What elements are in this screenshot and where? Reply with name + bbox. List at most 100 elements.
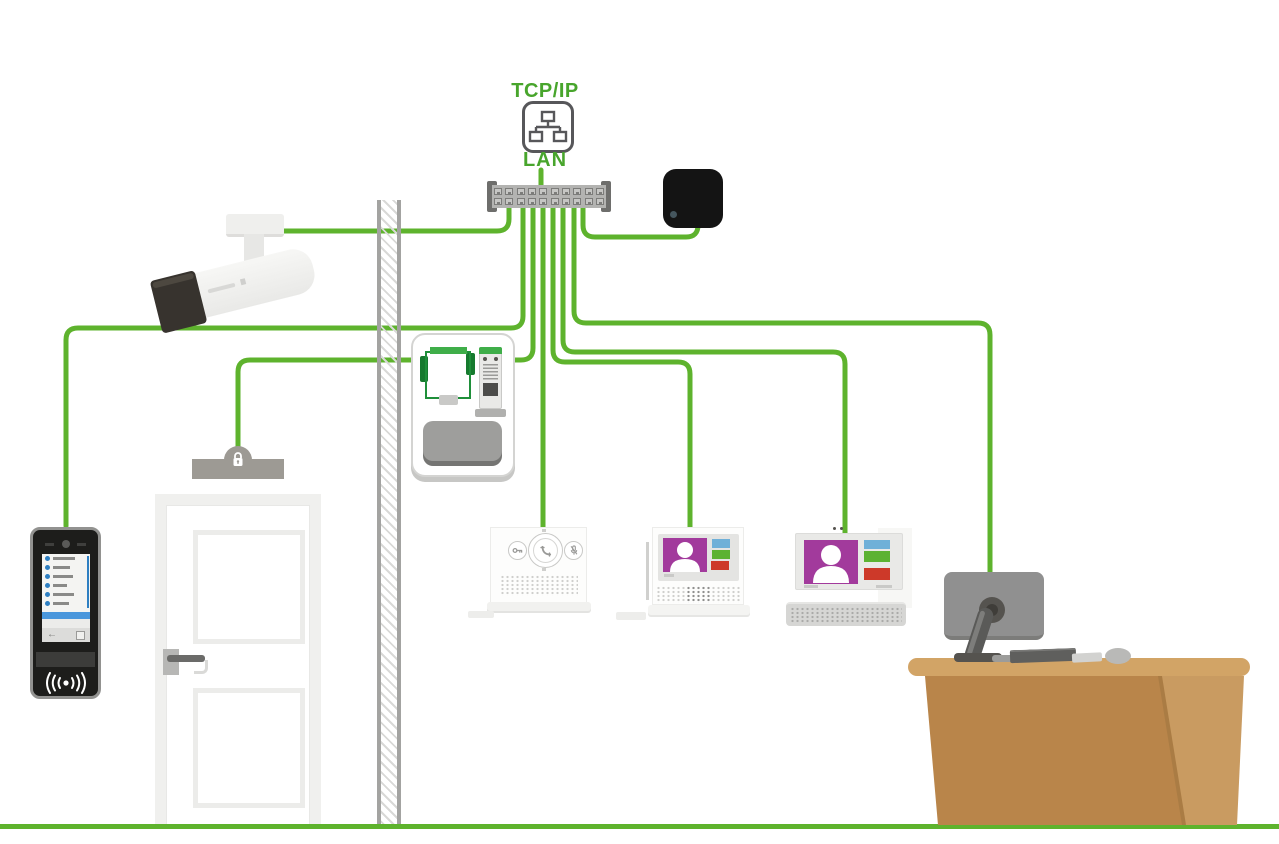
mouse[interactable] bbox=[1105, 648, 1131, 664]
station-detail bbox=[45, 543, 54, 546]
contact-name-bar bbox=[53, 584, 67, 587]
lan-label: LAN bbox=[522, 149, 568, 171]
camera-detail bbox=[239, 278, 247, 286]
desk-front-panel bbox=[925, 676, 1186, 825]
audio-unit-base bbox=[487, 602, 591, 611]
phone-button-ring bbox=[533, 538, 558, 563]
indoor-video-monitor-large bbox=[795, 533, 903, 590]
monitor-camera-dots bbox=[833, 527, 843, 530]
function-button-blue[interactable] bbox=[712, 539, 730, 548]
answer-call-button[interactable] bbox=[528, 533, 563, 568]
contact-list-item[interactable] bbox=[42, 554, 90, 563]
screen-strip bbox=[42, 619, 90, 628]
network-device-black bbox=[663, 169, 723, 228]
modular-intercom-unit bbox=[411, 333, 515, 477]
screen-footer: ← bbox=[42, 628, 90, 642]
module-base bbox=[475, 409, 506, 417]
contact-name-bar bbox=[53, 566, 70, 569]
rj45-port bbox=[494, 198, 502, 205]
module-leds bbox=[483, 357, 498, 361]
door-panel bbox=[193, 530, 305, 644]
door-panel bbox=[193, 688, 305, 808]
rfid-reader-icon[interactable] bbox=[42, 672, 90, 694]
rj45-port bbox=[573, 188, 582, 195]
rj45-port bbox=[595, 188, 604, 195]
speaker-cluster bbox=[686, 586, 712, 603]
module-cap bbox=[479, 347, 502, 354]
station-touchscreen[interactable]: ← bbox=[42, 554, 90, 642]
monitor-stand-pad bbox=[992, 655, 1016, 662]
rj45-port bbox=[561, 198, 570, 205]
scrollbar[interactable] bbox=[87, 556, 89, 608]
contact-name-bar bbox=[53, 575, 73, 578]
contact-avatar-dot bbox=[45, 592, 50, 597]
monitor-mount bbox=[646, 542, 649, 600]
selected-contact-row[interactable] bbox=[42, 612, 90, 619]
contact-list[interactable] bbox=[42, 554, 90, 608]
function-button-green[interactable] bbox=[712, 550, 730, 559]
volume-down-mark bbox=[542, 568, 546, 571]
door-handle-lower bbox=[194, 660, 208, 674]
padlock-icon bbox=[233, 452, 243, 466]
switch-port-row bbox=[494, 198, 604, 205]
back-arrow-button[interactable]: ← bbox=[47, 629, 57, 640]
rj45-port bbox=[584, 188, 593, 195]
contact-list-item[interactable] bbox=[42, 581, 90, 590]
door-leaf bbox=[166, 505, 310, 825]
video-screen[interactable] bbox=[804, 540, 858, 584]
audio-answering-unit bbox=[490, 527, 587, 603]
bezel-detail bbox=[664, 574, 674, 577]
contact-list-item[interactable] bbox=[42, 563, 90, 572]
switch-end-cap bbox=[601, 181, 611, 212]
rj45-port bbox=[505, 198, 514, 205]
door-handle-plate bbox=[163, 649, 179, 675]
caller-silhouette bbox=[670, 542, 700, 572]
station-camera-icon bbox=[62, 540, 70, 548]
function-button-blue[interactable] bbox=[864, 540, 890, 549]
contact-avatar-dot bbox=[45, 583, 50, 588]
monitor-stand-foot bbox=[954, 653, 1002, 662]
module-camera-window bbox=[483, 383, 498, 396]
function-button-red[interactable] bbox=[711, 561, 729, 570]
module-speaker-vents bbox=[483, 364, 498, 380]
electric-door-lock bbox=[192, 452, 284, 479]
bezel-detail bbox=[804, 585, 818, 588]
module-clip-left bbox=[420, 356, 428, 382]
network-switch bbox=[492, 185, 606, 208]
video-screen[interactable] bbox=[663, 538, 707, 572]
keyboard[interactable] bbox=[1009, 647, 1077, 664]
contact-list-item[interactable] bbox=[42, 599, 90, 608]
module-frame-top bbox=[430, 347, 467, 354]
door-release-button[interactable] bbox=[508, 541, 527, 560]
monitor-bezel bbox=[658, 534, 739, 581]
desk-paper bbox=[1071, 652, 1103, 663]
door-handle-lever bbox=[167, 655, 205, 662]
status-led bbox=[670, 211, 677, 218]
bezel-detail bbox=[876, 585, 892, 588]
contact-avatar-dot bbox=[45, 574, 50, 579]
contact-list-item[interactable] bbox=[42, 572, 90, 581]
door-station-intercom: ← bbox=[30, 527, 101, 699]
rj45-port bbox=[516, 198, 525, 205]
contact-avatar-dot bbox=[45, 565, 50, 570]
function-button-red[interactable] bbox=[864, 568, 890, 580]
function-button-green[interactable] bbox=[864, 551, 890, 562]
rj45-port bbox=[584, 198, 593, 205]
contact-list-item[interactable] bbox=[42, 590, 90, 599]
mute-button[interactable] bbox=[564, 541, 583, 560]
contact-name-bar bbox=[53, 593, 74, 596]
wall-edge bbox=[397, 200, 401, 826]
rj45-port bbox=[539, 198, 548, 205]
tcpip-label: TCP/IP bbox=[511, 80, 579, 102]
menu-button[interactable] bbox=[76, 630, 85, 640]
network-topology-icon bbox=[528, 110, 568, 143]
reader-pad[interactable] bbox=[423, 421, 502, 461]
indoor-video-monitor-small bbox=[652, 527, 744, 605]
desk-top bbox=[908, 658, 1250, 676]
cable-switch-to-desk-computer bbox=[571, 205, 993, 579]
cable-switch-to-door-station bbox=[63, 205, 526, 529]
monitor-bracket bbox=[616, 612, 646, 620]
contact-name-bar bbox=[53, 602, 69, 605]
intercom-main-module bbox=[479, 347, 502, 409]
monitor-base bbox=[648, 605, 750, 615]
